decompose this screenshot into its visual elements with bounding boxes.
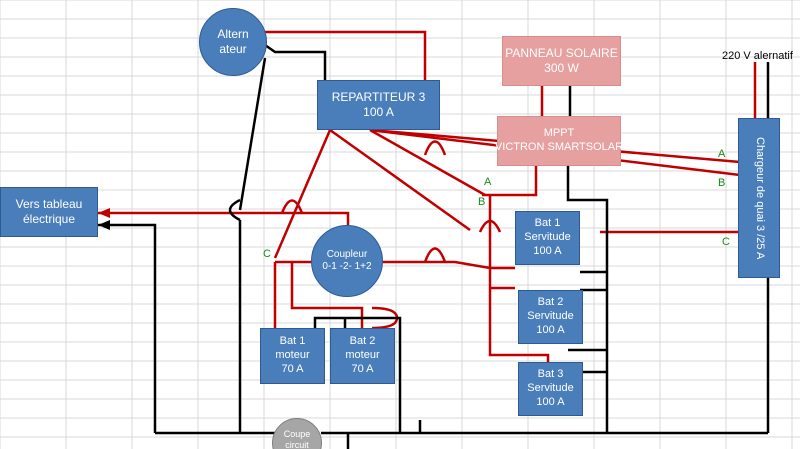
- bat2-serv-line1: Bat 2: [537, 296, 564, 309]
- bat3-serv-line2: Servitude: [527, 382, 574, 395]
- wire-hop-3: [423, 247, 447, 263]
- label-c-right: C: [722, 236, 730, 248]
- bat2-mot-line2: moteur: [345, 349, 380, 362]
- arrow-red-tableau: [98, 208, 110, 218]
- wire-hop-1: [423, 140, 447, 156]
- bat3-serv-line1: Bat 3: [537, 368, 564, 381]
- bat2-mot-line3: 70 A: [351, 362, 374, 375]
- bat1-serv-line2: Servitude: [524, 231, 571, 244]
- label-b-left: B: [478, 196, 486, 208]
- label-a-left: A: [484, 176, 492, 188]
- chargeur-node: Chargeur de quai 3 /25 A: [738, 118, 780, 278]
- tableau-line1: Vers tableau: [15, 197, 83, 211]
- bat1-mot-line1: Bat 1: [279, 335, 306, 348]
- arrow-black-tableau: [98, 220, 110, 230]
- black-wires: [98, 43, 770, 449]
- bat2-moteur-node: Bat 2 moteur 70 A: [330, 328, 395, 384]
- wire-hop-2: [280, 199, 304, 214]
- panneau-line1: PANNEAU SOLAIRE: [505, 46, 618, 60]
- bat2-mot-line1: Bat 2: [349, 335, 376, 348]
- label-b-right: B: [718, 177, 726, 189]
- wire-rep-bus-b: [369, 128, 486, 197]
- alternateur-node: Altern ateur: [199, 8, 267, 76]
- bat1-mot-line2: moteur: [275, 349, 310, 362]
- mppt-line2: VICTRON SMARTSOLAR: [494, 141, 624, 153]
- mppt-node: MPPT VICTRON SMARTSOLAR: [494, 116, 624, 166]
- bat1-servitude-node: Bat 1 Servitude 100 A: [515, 211, 580, 265]
- label-c-left: C: [263, 248, 271, 260]
- bat2-servitude-node: Bat 2 Servitude 100 A: [518, 290, 583, 344]
- tableau-line2: électrique: [22, 212, 76, 226]
- bat1-mot-line3: 70 A: [281, 362, 304, 375]
- wire-serv-rail: [488, 195, 550, 362]
- alternateur-line1: Altern: [217, 27, 249, 41]
- repartiteur-line1: REPARTITEUR 3: [331, 90, 426, 104]
- coupe-line1: Coupe: [283, 429, 311, 439]
- repartiteur-line2: 100 A: [363, 105, 394, 119]
- wire-rep-bat: [329, 128, 471, 232]
- wire-tableau: [98, 211, 350, 225]
- wire-mppt-neg: [566, 165, 609, 433]
- mppt-line1: MPPT: [543, 127, 575, 140]
- wire-bat-mot-neg: [313, 316, 402, 433]
- bat2-serv-line3: 100 A: [536, 323, 565, 336]
- wire-tableau-neg: [98, 223, 157, 433]
- coupleur-line2: 0-1 -2- 1+2: [322, 261, 372, 272]
- bat1-serv-line3: 100 A: [533, 244, 562, 257]
- bat3-servitude-node: Bat 3 Servitude 100 A: [518, 362, 583, 416]
- label-a-right: A: [718, 148, 726, 160]
- wire-alt-ground: [238, 57, 267, 211]
- coupleur-node: Coupleur 0-1 -2- 1+2: [311, 225, 383, 297]
- supply-220-label: 220 V alernatif: [722, 50, 793, 62]
- bat1-moteur-node: Bat 1 moteur 70 A: [260, 328, 325, 384]
- wire-hop-4: [478, 219, 502, 233]
- bat1-serv-line1: Bat 1: [534, 217, 561, 230]
- wire-coupleur-serv: [383, 260, 515, 270]
- wire-hop-ground: [228, 198, 241, 222]
- bat3-serv-line3: 100 A: [536, 395, 565, 408]
- wire-alt-rep: [265, 30, 427, 82]
- wire-rep-c-node: [273, 129, 332, 259]
- panneau-node: PANNEAU SOLAIRE 300 W: [502, 36, 621, 86]
- coupleur-line1: Coupleur: [326, 248, 368, 260]
- wire-mppt-bat: [482, 165, 538, 197]
- bat2-serv-line2: Servitude: [527, 310, 574, 323]
- coupe-line2: circuit: [285, 440, 309, 449]
- chargeur-label: Chargeur de quai 3 /25 A: [753, 136, 766, 260]
- wire-alt-neg: [264, 43, 327, 80]
- alternateur-line2: ateur: [219, 42, 247, 56]
- tableau-node: Vers tableau électrique: [0, 187, 98, 237]
- panneau-line2: 300 W: [544, 61, 579, 75]
- repartiteur-node: REPARTITEUR 3 100 A: [317, 80, 440, 130]
